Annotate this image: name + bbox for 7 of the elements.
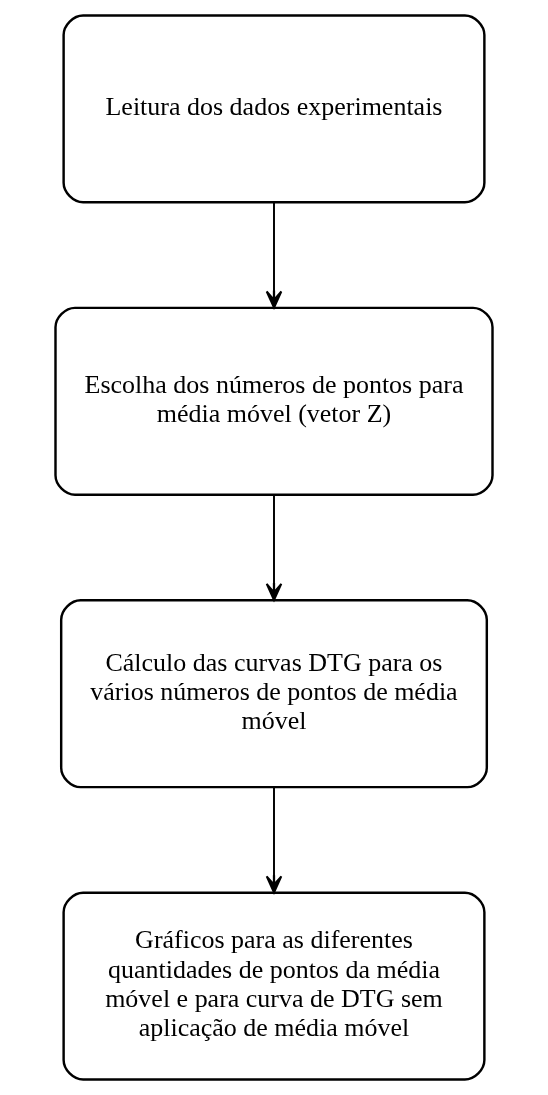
node-box: Cálculo das curvas DTG para os vários números de pontos de média móvel xyxy=(59,599,489,789)
arrow xyxy=(265,201,283,309)
node-box: Gráficos para as diferentes quantidades de pontos da média móvel e para curva de DTG sem aplicação de média móvel xyxy=(62,891,486,1081)
arrow xyxy=(265,786,283,894)
node-box: Leitura dos dados experimentais xyxy=(62,14,486,204)
arrow xyxy=(265,494,283,602)
node-box: Escolha dos números de pontos para média móvel (vetor Z) xyxy=(54,306,494,496)
